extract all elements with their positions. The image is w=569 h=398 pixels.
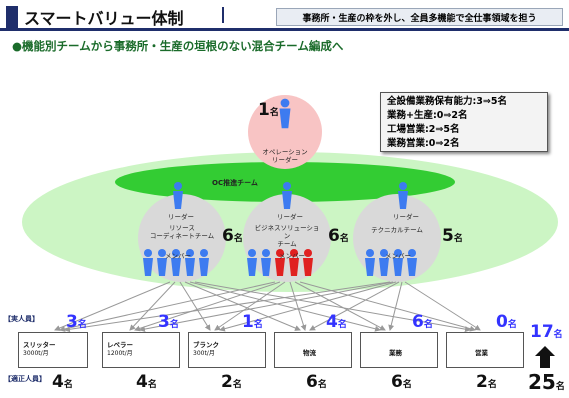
- team-3-leader-label: リーダー: [393, 213, 419, 221]
- unit-name: 営業: [475, 349, 488, 357]
- actual-total: 17名: [530, 322, 563, 342]
- actual-count-slitter: 3名: [66, 312, 87, 332]
- appropriate-count-sales: 2名: [476, 372, 497, 392]
- team-2-leader-label: リーダー: [277, 213, 303, 221]
- summary-line-3: 工場営業:2⇒5名: [387, 124, 460, 135]
- appropriate-staff-label: 【適正人員】: [4, 375, 46, 383]
- team-2-member-label: メンバー: [279, 252, 305, 260]
- unit-name: スリッター: [23, 341, 56, 349]
- unit-box-leveler: レベラー 1200t/月: [102, 332, 180, 368]
- summary-line-4: 業務営業:0⇒2名: [387, 138, 460, 149]
- unit-name: 物流: [303, 349, 316, 357]
- team-3-count: 5名: [442, 226, 463, 246]
- unit-name: 業務: [389, 349, 402, 357]
- actual-count-leveler: 3名: [158, 312, 179, 332]
- unit-capacity: 3000t/月: [23, 350, 49, 357]
- actual-count-sales: 0名: [496, 312, 517, 332]
- unit-box-slitter: スリッター 3000t/月: [18, 332, 88, 368]
- page-title: スマートバリュー体制: [24, 9, 184, 28]
- appropriate-total: 25名: [528, 370, 565, 394]
- assignment-arrows: [54, 281, 481, 333]
- unit-name: ブランク: [193, 341, 219, 349]
- team-circle-3: [353, 194, 441, 282]
- unit-box-logistics: 物流: [274, 332, 352, 368]
- unit-box-sales: 営業: [446, 332, 524, 368]
- capability-summary-box: 全設備業務保有能力:3⇒5名 業務+生産:0⇒2名 工場営業:2⇒5名 業務営業…: [380, 92, 548, 152]
- actual-count-blank: 1名: [242, 312, 263, 332]
- operation-leader-label: オペレーション リーダー: [262, 148, 308, 164]
- team-1-name: リソース コーディネートチーム: [149, 224, 215, 240]
- header-accent: [6, 6, 18, 28]
- header-tagline: 事務所・生産の枠を外し、全員多機能で全仕事領域を担う: [276, 8, 563, 26]
- header-rule: [0, 28, 569, 31]
- title-divider: [222, 7, 224, 23]
- unit-capacity: 300t/月: [193, 350, 215, 357]
- unit-capacity: 1200t/月: [107, 350, 133, 357]
- appropriate-count-blank: 2名: [221, 372, 242, 392]
- appropriate-count-business: 6名: [391, 372, 412, 392]
- summary-line-2: 業務+生産:0⇒2名: [387, 110, 468, 121]
- subtitle: ●機能別チームから事務所・生産の垣根のない混合チーム編成へ: [12, 39, 344, 53]
- appropriate-count-leveler: 4名: [136, 372, 157, 392]
- appropriate-count-slitter: 4名: [52, 372, 73, 392]
- unit-box-blank: ブランク 300t/月: [188, 332, 266, 368]
- operation-leader-count: 1名: [258, 100, 279, 120]
- team-2-name: ビジネスソリューション チーム: [254, 224, 320, 248]
- oc-team-label: OC推進チーム: [212, 179, 258, 187]
- team-2-count: 6名: [328, 226, 349, 246]
- unit-name: レベラー: [107, 341, 133, 349]
- actual-count-logistics: 4名: [326, 312, 347, 332]
- team-3-member-label: メンバー: [385, 252, 411, 260]
- operation-leader-circle: [248, 95, 322, 169]
- team-1-count: 6名: [222, 226, 243, 246]
- appropriate-count-logistics: 6名: [306, 372, 327, 392]
- oc-team-ellipse: [115, 162, 455, 202]
- actual-count-business: 6名: [412, 312, 433, 332]
- team-3-name: テクニカルチーム: [371, 226, 423, 234]
- team-1-member-label: メンバー: [165, 252, 191, 260]
- actual-staff-label: 【実人員】: [4, 315, 39, 323]
- unit-box-business: 業務: [360, 332, 438, 368]
- team-1-leader-label: リーダー: [168, 213, 194, 221]
- summary-line-1: 全設備業務保有能力:3⇒5名: [387, 96, 507, 107]
